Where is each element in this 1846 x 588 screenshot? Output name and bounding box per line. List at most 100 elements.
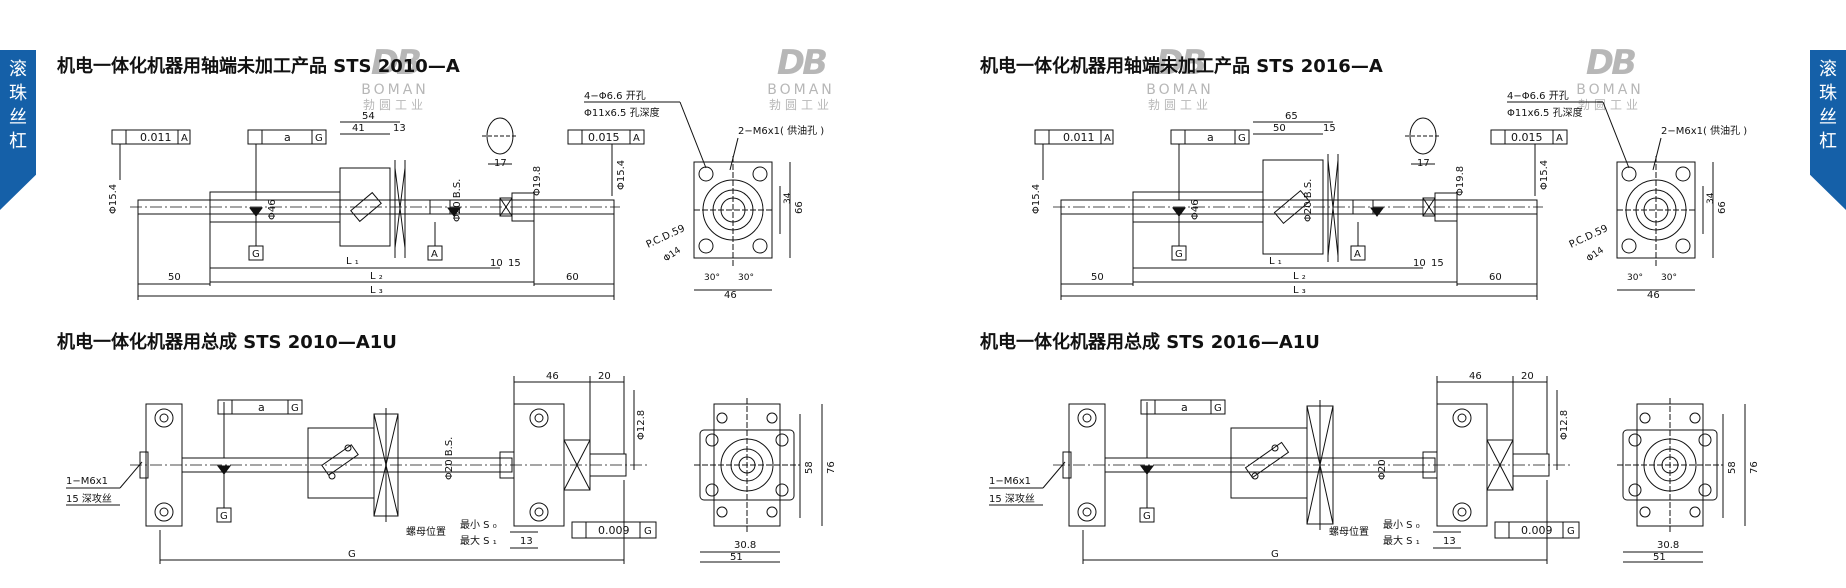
dim-34: 34 <box>783 192 793 204</box>
datum-g: G <box>1143 511 1151 522</box>
dim-51: 51 <box>730 552 743 563</box>
dim-10: 10 <box>490 258 503 269</box>
side-tab-char: 滚 <box>1819 59 1837 80</box>
tolerance-ref: G <box>315 133 323 144</box>
dim-12-8: Φ12.8 <box>1559 410 1570 440</box>
side-tab-char: 滚 <box>9 59 27 80</box>
dim-screw-dia: Φ20 <box>1377 459 1388 480</box>
dim-58: 58 <box>1727 461 1738 474</box>
dim-60: 60 <box>1489 272 1502 283</box>
panel-title: 机电一体化机器用总成 STS 2010—A1U <box>57 332 397 353</box>
dim-50: 50 <box>168 272 181 283</box>
dim-14: Φ14 <box>1585 245 1606 264</box>
dim-30-8: 30.8 <box>1657 540 1679 551</box>
watermark: DB BOMAN 勃圆工业 <box>330 44 460 112</box>
dim-34: 34 <box>1706 192 1716 204</box>
dim-L2: L ₂ <box>1293 271 1306 282</box>
panel-title: 机电一体化机器用轴端未加工产品 STS 2010—A <box>57 56 460 77</box>
note-oil-hole: 2−M6x1( 供油孔 ) <box>738 124 824 137</box>
dim-screw-dia: Φ20 B.S. <box>1303 179 1314 222</box>
dim-10: 10 <box>1413 258 1426 269</box>
side-tab-char: 珠 <box>9 83 27 104</box>
drawing-bottom-right: G a G 1−M6x1 15 深攻丝 Φ20 螺母位置 最小 S ₀ 最大 S… <box>989 371 1760 564</box>
watermark-logo: DB <box>370 43 422 83</box>
dim-17: 17 <box>494 158 507 169</box>
label-s-max: 最大 S ₁ <box>460 534 497 547</box>
dim-17: 17 <box>1417 158 1430 169</box>
tolerance-ref: A <box>1104 133 1111 144</box>
label-s-max: 最大 S ₁ <box>1383 534 1420 547</box>
tolerance-frame <box>247 129 327 145</box>
tolerance-value: a <box>284 131 291 144</box>
side-tab-char: 杠 <box>9 131 27 152</box>
dim-14: Φ14 <box>662 245 683 264</box>
drawing-top-left: 0.011 A a G 0.015 A G A <box>108 90 824 301</box>
side-tab-char: 丝 <box>9 107 27 128</box>
datum-g: G <box>252 249 260 260</box>
tolerance-ref: G <box>291 403 299 414</box>
dim-65: 65 <box>1285 111 1298 122</box>
note-tap: 1−M6x1 <box>989 476 1031 487</box>
watermark-brand: BOMAN <box>1146 82 1214 98</box>
tolerance-value: 0.009 <box>1521 524 1553 537</box>
dim-G: G <box>348 549 356 560</box>
dim-angle: 30° <box>738 273 754 283</box>
dim-L1: L ₁ <box>346 256 359 267</box>
label-nut-position: 螺母位置 <box>406 525 446 538</box>
dim-60: 60 <box>566 272 579 283</box>
tolerance-frame <box>567 129 645 145</box>
dim-shaft-dia-right: Φ15.4 <box>1539 160 1550 190</box>
panel-title: 机电一体化机器用轴端未加工产品 STS 2016—A <box>980 56 1383 77</box>
dim-angle: 30° <box>1627 273 1643 283</box>
tolerance-ref: G <box>1567 526 1575 537</box>
label-s-min: 最小 S ₀ <box>1383 519 1420 531</box>
tolerance-value: 0.011 <box>1063 131 1095 144</box>
dim-nut-dia: Φ46 <box>267 199 278 220</box>
side-tab-right[interactable]: 滚 珠 丝 杠 <box>1810 50 1846 210</box>
dim-nut-dia: Φ46 <box>1190 199 1201 220</box>
note-tap: 1−M6x1 <box>66 476 108 487</box>
watermark: DB BOMAN 勃圆工业 <box>1545 44 1675 112</box>
dim-50: 50 <box>1091 272 1104 283</box>
dim-20: 20 <box>598 371 611 382</box>
dim-30-8: 30.8 <box>734 540 756 551</box>
dim-screw-dia: Φ20 B.S. <box>452 179 463 222</box>
dim-12-8: Φ12.8 <box>636 410 647 440</box>
watermark-logo: DB <box>1155 43 1207 83</box>
dim-76: 76 <box>1749 461 1760 474</box>
dim-G: G <box>1271 549 1279 560</box>
tolerance-frame <box>111 129 191 145</box>
dim-15: 15 <box>1431 258 1444 269</box>
tolerance-value: 0.009 <box>598 524 630 537</box>
datum-g: G <box>220 511 228 522</box>
tolerance-value: a <box>1207 131 1214 144</box>
dim-pcd: P.C.D.59 <box>645 223 687 250</box>
dim-13: 13 <box>520 536 533 547</box>
dim-46: 46 <box>546 371 559 382</box>
dim-66: 66 <box>1717 201 1728 214</box>
dim-screw-dia: Φ20 B.S. <box>444 437 455 480</box>
drawing-top-right: 0.011 A a G 0.015 A G A Φ15.4 Φ46 Φ20 B.… <box>1031 90 1747 301</box>
note-holes: 4−Φ6.6 开孔 <box>1507 90 1569 102</box>
dim-L1: L ₁ <box>1269 256 1282 267</box>
dim-shaft-dia-right: Φ15.4 <box>616 160 627 190</box>
side-tab-char: 珠 <box>1819 83 1837 104</box>
side-tab-char: 杠 <box>1819 131 1837 152</box>
datum-a: A <box>1354 249 1361 260</box>
dim-15: 15 <box>508 258 521 269</box>
dim-76: 76 <box>826 461 837 474</box>
note-counterbore: Φ11x6.5 孔深度 <box>1507 106 1583 119</box>
dim-bearing-dia: Φ19.8 <box>532 166 543 196</box>
dim-46: 46 <box>1469 371 1482 382</box>
tolerance-ref: A <box>633 133 640 144</box>
watermark: DB BOMAN 勃圆工业 <box>736 44 866 112</box>
dim-pcd: P.C.D.59 <box>1568 223 1610 250</box>
dim-bearing-dia: Φ19.8 <box>1455 166 1466 196</box>
tolerance-ref: G <box>1214 403 1222 414</box>
dim-shaft-dia: Φ15.4 <box>108 184 119 214</box>
dim-58: 58 <box>804 461 815 474</box>
side-tab-left[interactable]: 滚 珠 丝 杠 <box>0 50 36 210</box>
dim-51: 51 <box>1653 552 1666 563</box>
note-oil-hole: 2−M6x1( 供油孔 ) <box>1661 124 1747 137</box>
dim-angle: 30° <box>1661 273 1677 283</box>
